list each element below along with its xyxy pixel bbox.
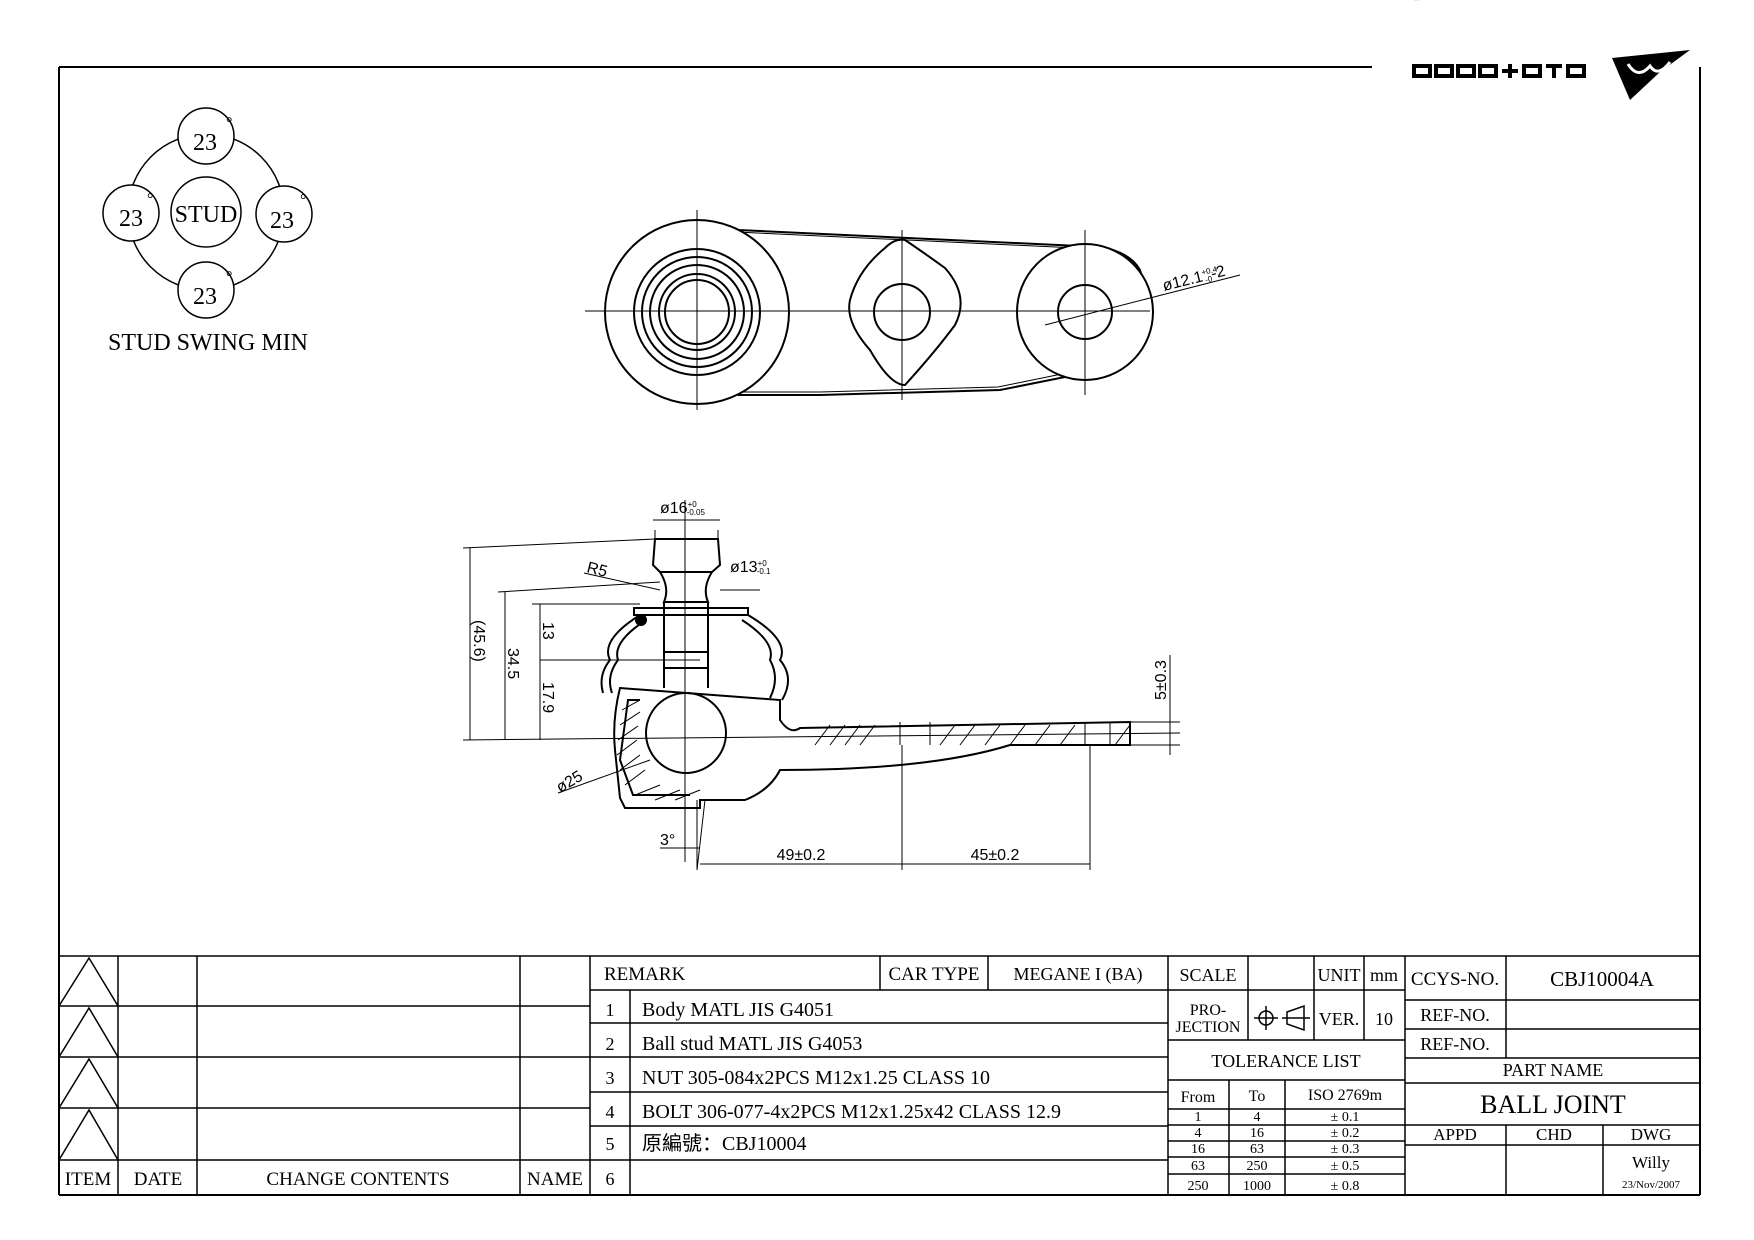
swing-caption: STUD SWING MIN xyxy=(108,330,308,356)
tol-to: 63 xyxy=(1250,1142,1264,1157)
stud-swing-diagram: 23 ° 23 ° STUD 23 ° 23 ° STUD SWING MIN xyxy=(102,107,313,356)
tol-from: 16 xyxy=(1191,1142,1205,1157)
remark-item-number: 6 xyxy=(606,1169,615,1189)
swing-left-degree: ° xyxy=(147,191,153,208)
side-view xyxy=(600,538,1131,809)
ccys-no-label: CCYS-NO. xyxy=(1411,969,1499,990)
sheet-border xyxy=(58,66,1701,1196)
height-d-dimension: 17.9 xyxy=(539,682,556,713)
col-change-contents: CHANGE CONTENTS xyxy=(266,1169,449,1190)
tol-from: 4 xyxy=(1195,1126,1202,1141)
unit-label: UNIT xyxy=(1318,965,1361,985)
swing-bottom-value: 23 xyxy=(193,284,217,310)
top-view xyxy=(585,210,1241,410)
swing-right-value: 23 xyxy=(270,208,294,234)
tol-header-to: To xyxy=(1249,1088,1266,1105)
swing-circle-left xyxy=(102,184,160,242)
tol-value: ± 0.3 xyxy=(1331,1142,1360,1157)
ball-diameter-dimension: ø25 xyxy=(554,768,586,797)
projection-symbol-icon xyxy=(1254,1004,1310,1032)
ref-no-label-2: REF-NO. xyxy=(1420,1034,1490,1054)
tol-header-from: From xyxy=(1181,1089,1216,1106)
remark-item-text: 原編號：CBJ10004 xyxy=(642,1132,806,1155)
swing-circle-center xyxy=(170,176,242,248)
tol-header-std: ISO 2769m xyxy=(1308,1087,1383,1104)
ccys-no-value: CBJ10004A xyxy=(1550,967,1655,991)
ref-no-label-1: REF-NO. xyxy=(1420,1005,1490,1025)
overall-height-dimension: (45.6) xyxy=(470,620,487,662)
col-date: DATE xyxy=(134,1169,183,1190)
unit-value: mm xyxy=(1370,965,1398,985)
height-b-dimension: 34.5 xyxy=(504,648,521,679)
remark-item-text: Ball stud MATL JIS G4053 xyxy=(642,1033,862,1055)
swing-top-degree: ° xyxy=(226,115,232,132)
height-c-dimension: 13 xyxy=(539,622,556,640)
part-name-label: PART NAME xyxy=(1503,1060,1603,1080)
angle-dimension: 3° xyxy=(660,832,675,849)
col-item: ITEM xyxy=(65,1169,112,1190)
projection-label-1: PRO- xyxy=(1190,1002,1226,1019)
chd-label: CHD xyxy=(1536,1125,1572,1144)
swing-circle-right xyxy=(255,185,313,243)
tol-to: 16 xyxy=(1250,1126,1264,1141)
car-type-label: CAR TYPE xyxy=(889,964,980,985)
logo-text: CCYS+CTC xyxy=(1414,0,1419,2)
remark-item-number: 4 xyxy=(606,1102,615,1122)
tol-from: 1 xyxy=(1195,1110,1202,1125)
tolerance-title: TOLERANCE LIST xyxy=(1211,1051,1360,1071)
remark-item-text: NUT 305-084x2PCS M12x1.25 CLASS 10 xyxy=(642,1067,990,1089)
swing-top-value: 23 xyxy=(193,130,217,156)
remark-item-number: 2 xyxy=(606,1034,615,1054)
tol-to: 250 xyxy=(1247,1159,1268,1174)
part-name-value: BALL JOINT xyxy=(1480,1090,1626,1119)
side-view-dimensions xyxy=(462,500,1181,871)
ver-value: 10 xyxy=(1375,1009,1393,1029)
swing-circle-bottom xyxy=(177,261,235,319)
length-b-dimension: 45±0.2 xyxy=(971,847,1020,864)
drawn-by-value: Willy xyxy=(1632,1153,1671,1172)
tol-value: ± 0.5 xyxy=(1331,1159,1360,1174)
tol-value: ± 0.1 xyxy=(1331,1110,1360,1125)
remark-item-text: Body MATL JIS G4051 xyxy=(642,999,834,1021)
radius-dimension: R5 xyxy=(585,559,609,580)
spec-block: SCALE UNIT mm PRO- JECTION VER. 10 TOLER… xyxy=(1176,965,1398,1194)
tol-to: 4 xyxy=(1254,1110,1261,1125)
remark-item-number: 5 xyxy=(606,1134,615,1154)
tol-from: 250 xyxy=(1188,1179,1209,1194)
tol-value: ± 0.2 xyxy=(1331,1126,1360,1141)
swing-right-degree: ° xyxy=(300,192,306,209)
projection-label-2: JECTION xyxy=(1176,1019,1241,1036)
remark-table: REMARK CAR TYPE MEGANE I (BA) 1 Body MATL… xyxy=(604,964,1142,1189)
drawing-date-value: 23/Nov/2007 xyxy=(1622,1179,1681,1191)
title-block-frame xyxy=(58,955,1700,1195)
tol-from: 63 xyxy=(1191,1159,1205,1174)
title-block: CCYS-NO. CBJ10004A REF-NO. REF-NO. PART … xyxy=(1411,967,1681,1191)
tol-value: ± 0.8 xyxy=(1331,1179,1360,1194)
revision-table: ITEM DATE CHANGE CONTENTS NAME xyxy=(65,1169,583,1190)
swing-center-label: STUD xyxy=(175,202,238,228)
col-name: NAME xyxy=(527,1169,583,1190)
stud-diameter-dimension: ø16+0-0.05 xyxy=(660,500,705,517)
swing-left-value: 23 xyxy=(119,206,143,232)
swing-bottom-degree: ° xyxy=(226,269,232,286)
remark-item-text: BOLT 306-077-4x2PCS M12x1.25x42 CLASS 12… xyxy=(642,1101,1061,1123)
hole-dimension: ø12.1+0.4-0-2 xyxy=(1161,263,1227,295)
appd-label: APPD xyxy=(1433,1125,1476,1144)
scale-label: SCALE xyxy=(1179,965,1236,985)
car-type-value: MEGANE I (BA) xyxy=(1014,964,1143,985)
ver-label: VER. xyxy=(1319,1009,1360,1029)
neck-diameter-dimension: ø13+0-0.1 xyxy=(730,559,771,576)
dwg-label: DWG xyxy=(1631,1125,1672,1144)
remark-item-number: 3 xyxy=(606,1068,615,1088)
thickness-dimension: 5±0.3 xyxy=(1153,660,1170,700)
swing-circle-top xyxy=(177,107,235,165)
tol-to: 1000 xyxy=(1243,1179,1271,1194)
length-a-dimension: 49±0.2 xyxy=(777,847,826,864)
company-logo: CCYS+CTC xyxy=(1412,0,1690,100)
remark-item-number: 1 xyxy=(606,1000,615,1020)
remark-title: REMARK xyxy=(604,964,686,985)
